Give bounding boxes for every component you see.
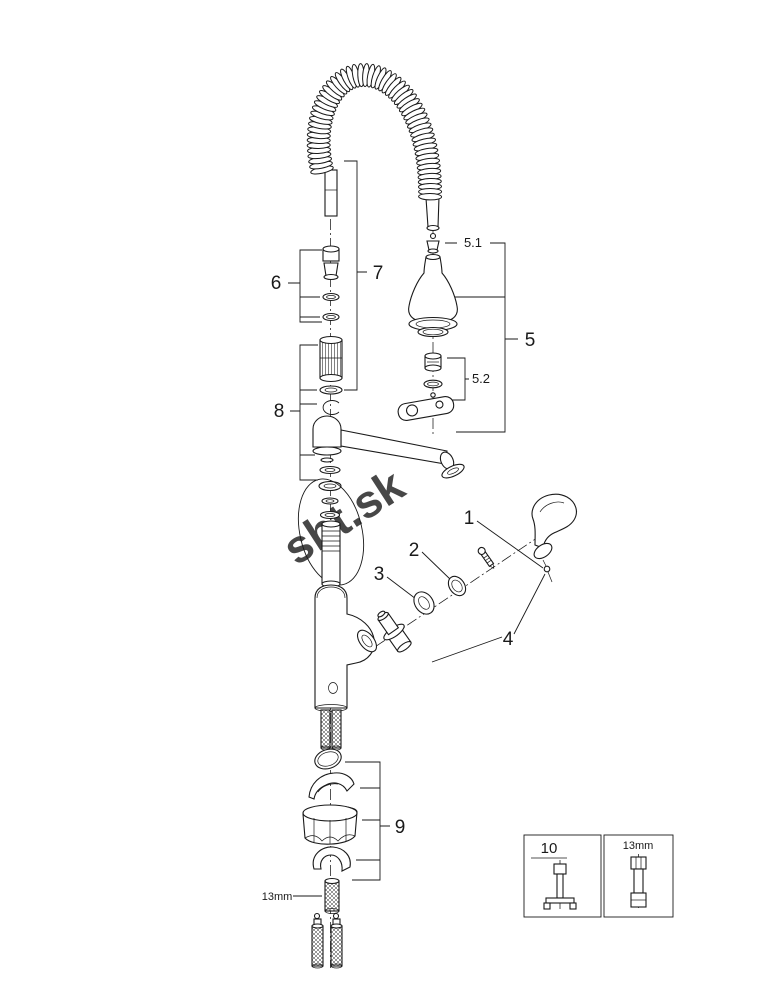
spray-hose-end [425, 196, 440, 232]
bracket-5 [445, 242, 518, 433]
wrench-size-label: 13mm [262, 891, 293, 903]
callout-5-1: 5.1 [464, 235, 482, 250]
spout-collar [312, 446, 342, 456]
spout-pivot-dome [312, 415, 342, 448]
callout-7: 7 [373, 263, 384, 284]
handle-screw-head [543, 565, 551, 573]
callout-labels: 1 2 3 4 5 5.1 5.2 6 7 8 9 13mm [262, 235, 536, 903]
spiral-spring-hose [306, 63, 443, 201]
bracket-6 [288, 249, 322, 323]
bracket-7 [344, 160, 367, 391]
callout-9: 9 [395, 817, 406, 838]
threaded-studs-pair [311, 912, 343, 969]
callout-6: 6 [271, 273, 282, 294]
supply-hoses [320, 709, 342, 751]
cartridge [377, 610, 412, 653]
leader-1 [476, 520, 544, 569]
faucet-body [314, 584, 378, 712]
callout-leader-lines [288, 160, 546, 897]
trim-ring [447, 575, 467, 597]
mounting-sleeve [321, 520, 341, 588]
handle-screw-shaft [542, 559, 547, 567]
callout-5: 5 [525, 330, 536, 351]
spout-end-flange [439, 451, 465, 479]
legend-box-tool-10: 10 [523, 834, 602, 918]
watermark-text: sht.sk [273, 458, 413, 574]
callout-3: 3 [374, 564, 385, 585]
horseshoe-washer [312, 846, 351, 872]
spray-o-ring-5-2 [423, 379, 443, 389]
bracket-8 [290, 344, 318, 481]
callout-5-2: 5.2 [472, 371, 490, 386]
callout-1: 1 [464, 508, 475, 529]
o-ring-large [314, 748, 342, 770]
callout-8: 8 [274, 401, 285, 422]
hose-upper-tube [324, 169, 338, 217]
fastening-nut [302, 804, 358, 845]
flat-washer [319, 385, 343, 395]
escutcheon-oval [297, 478, 365, 586]
bracket-5-2 [447, 357, 469, 401]
legend-socket-size-label: 13mm [623, 840, 654, 852]
bracket-9 [345, 761, 390, 881]
threaded-stud-13mm [324, 877, 340, 914]
spray-head [408, 253, 458, 338]
clamp-wedge [308, 772, 355, 800]
washer-stack [318, 465, 342, 520]
socket-tool [630, 856, 647, 908]
leader-4 [431, 573, 546, 663]
hose-end-fitting [322, 245, 340, 281]
handle-fixing-screw [477, 546, 495, 569]
legend-box-socket-13mm: 13mm [603, 834, 674, 918]
spray-connector-5-1 [426, 232, 440, 254]
knurled-adapter [319, 335, 343, 383]
cartridge-port [356, 629, 378, 653]
leader-2 [421, 551, 453, 582]
leader-3 [386, 576, 417, 600]
spout-assembly [312, 415, 465, 479]
retaining-clip [322, 400, 340, 415]
callout-4: 4 [503, 629, 514, 650]
brand-badge [328, 682, 338, 694]
dome-cap-ring [413, 591, 435, 615]
callout-2: 2 [409, 540, 420, 561]
mounting-tool [543, 863, 577, 910]
spray-holder-bracket [397, 395, 455, 422]
o-ring-small-b [322, 312, 340, 322]
spray-insert-5-2 [424, 352, 442, 372]
spout-arm [340, 429, 448, 465]
callout-10: 10 [541, 840, 558, 857]
handle-lever [531, 493, 577, 583]
o-ring-small-a [322, 292, 340, 302]
